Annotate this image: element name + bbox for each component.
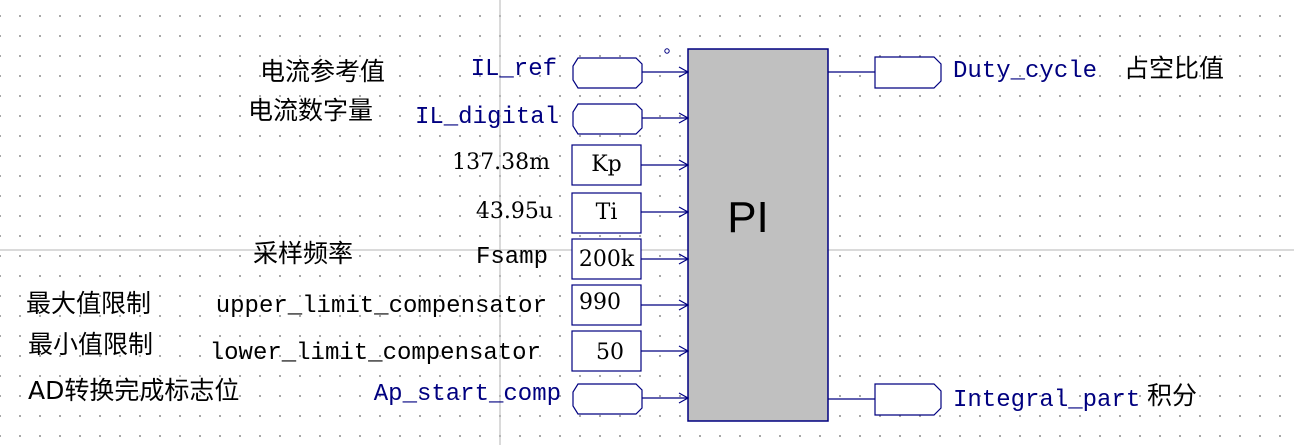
comment-upper-limit: 最大值限制 (26, 289, 152, 318)
arrow-icon (678, 66, 690, 78)
port-connector-il-digital[interactable] (572, 103, 643, 135)
param-value-kp: 137.38m (452, 150, 550, 175)
arrow-icon (678, 299, 690, 311)
param-box-lower-limit-text: 50 (596, 340, 624, 365)
arrow-icon (678, 392, 690, 404)
comment-lower-limit: 最小值限制 (28, 330, 154, 359)
pi-block-label: PI (727, 193, 769, 242)
arrow-icon (678, 159, 690, 171)
param-box-lower-limit[interactable] (571, 330, 642, 372)
comment-fsamp: 采样频率 (253, 239, 354, 268)
param-box-upper-limit[interactable] (571, 284, 642, 326)
param-label-upper-limit: upper_limit_compensator (215, 293, 547, 320)
param-box-ti[interactable] (571, 192, 642, 234)
port-label-ap-start-comp: Ap_start_comp (373, 381, 561, 408)
comment-integral-part: 积分 (1147, 381, 1198, 410)
port-label-duty-cycle: Duty_cycle (953, 58, 1098, 85)
param-box-fsamp-text: 200k (578, 247, 635, 272)
param-label-lower-limit: lower_limit_compensator (209, 340, 541, 367)
port-connector-integral-part[interactable] (874, 383, 942, 416)
comment-duty-cycle: 占空比值 (1124, 54, 1225, 83)
port-label-integral-part: Integral_part (953, 387, 1141, 414)
port-connector-duty-cycle[interactable] (874, 56, 942, 89)
arrow-icon (678, 206, 690, 218)
pin-marker (664, 48, 670, 54)
param-box-upper-limit-text: 990 (579, 290, 621, 315)
port-connector-ap-start-comp[interactable] (572, 383, 643, 415)
arrow-icon (678, 253, 690, 265)
comment-ap-start-comp: AD转换完成标志位 (28, 376, 240, 405)
port-label-il-ref: IL_ref (470, 56, 557, 83)
comment-il-digital: 电流数字量 (248, 96, 374, 125)
port-connector-il-ref[interactable] (572, 57, 643, 89)
param-box-kp-text: Kp (591, 152, 622, 177)
param-box-kp[interactable] (571, 144, 642, 186)
param-value-ti: 43.95u (475, 199, 553, 224)
pi-block[interactable] (687, 48, 829, 422)
comment-il-ref: 电流参考值 (260, 57, 386, 86)
arrow-icon (678, 345, 690, 357)
param-box-ti-text: Ti (595, 200, 618, 225)
arrow-icon (678, 112, 690, 124)
param-label-fsamp: Fsamp (475, 244, 548, 271)
param-box-fsamp[interactable] (571, 238, 642, 280)
port-label-il-digital: IL_digital (414, 104, 559, 131)
